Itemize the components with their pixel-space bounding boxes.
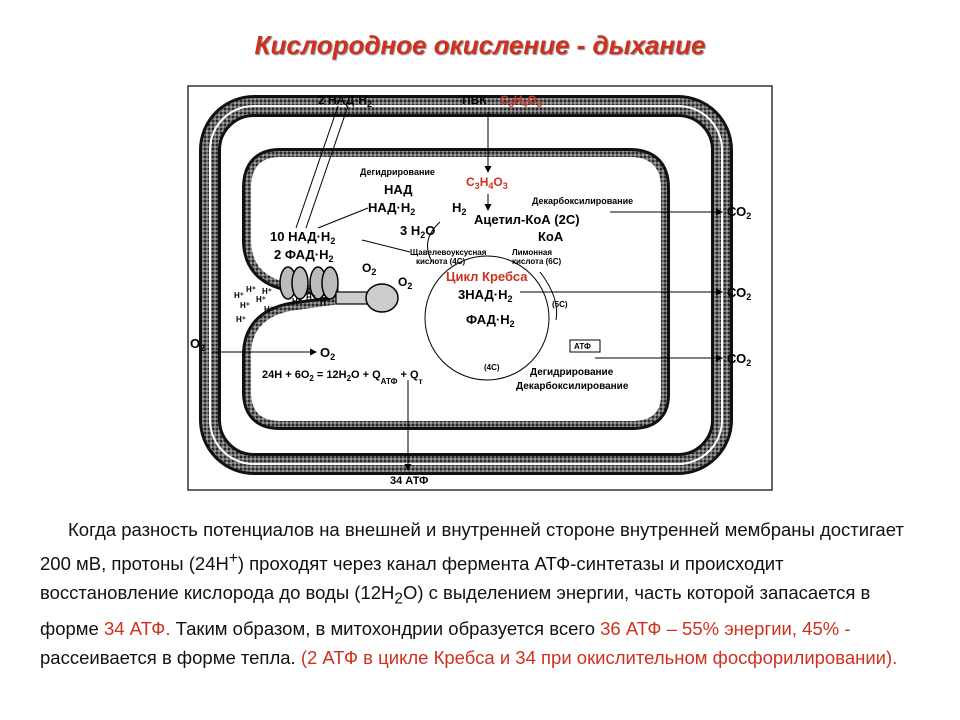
mitochondria-diagram: 2 НАД·Н2 ПВК С3Н4О3 С3Н4О3 Дегидрировани… <box>187 85 773 491</box>
krebs-cycle <box>424 255 550 381</box>
o2-label-a: О2 <box>362 261 376 277</box>
dehydrogenation-label: Дегидрирование <box>360 167 435 177</box>
highlight-34-atf: 34 АТФ. <box>103 617 171 639</box>
atf34-label: 34 АТФ <box>390 475 428 487</box>
highlight-krebs-note: (2 АТФ в цикле Кребса и 34 при окислител… <box>300 646 898 668</box>
nadh2-label: НАД·Н2 <box>368 200 415 217</box>
co2-label-3: СО2 <box>727 351 751 368</box>
co2-label-1: СО2 <box>727 204 751 221</box>
caption-paragraph: Когда разность потенциалов на внешней и … <box>40 519 904 668</box>
hplus-2: Н⁺ <box>246 285 256 294</box>
atf-box-label: АТФ <box>574 342 591 351</box>
four-c-label: (4С) <box>484 363 500 372</box>
decarboxylation-label-2: Декарбоксилирование <box>516 380 629 392</box>
acetyl-coa-label: Ацетил-КоА (2С) <box>474 212 580 227</box>
hplus-9: Н⁺ <box>306 293 316 302</box>
hplus-5: Н⁺ <box>236 315 246 324</box>
dehydrogenation-label-2: Дегидрирование <box>530 367 614 378</box>
pvk-formula: С3Н4О3 <box>500 93 542 109</box>
o2-left-label: О2 <box>190 336 205 353</box>
pvk-label: ПВК <box>462 93 487 107</box>
hplus-7: Н⁺ <box>262 287 272 296</box>
hplus-8: Н⁺ <box>292 297 302 306</box>
page-title: Кислородное окисление - дыхание <box>254 30 706 60</box>
decarboxylation-label: Декарбоксилирование <box>532 196 633 206</box>
hplus-4: Н⁺ <box>256 295 266 304</box>
hplus-10: Н⁺ <box>320 297 330 306</box>
three-nadh-label: 3НАД·Н2 <box>458 287 512 304</box>
atp-synthase-head <box>365 283 399 313</box>
highlight-36-atf: 36 АТФ – 55% энергии, 45% - <box>600 617 851 639</box>
inner-membrane <box>242 148 670 430</box>
coa-label: КоА <box>538 229 564 244</box>
fadh2-label: ФАД·Н2 <box>466 312 515 329</box>
two-fadh-label: 2 ФАД·Н2 <box>274 247 333 264</box>
ten-nadh-label: 10 НАД·Н2 <box>270 229 335 246</box>
hplus-6: Н⁺ <box>264 305 274 314</box>
h2-label: Н2 <box>452 200 466 217</box>
krebs-label: Цикл Кребса <box>446 269 528 284</box>
nadh-top-label: 2 НАД·Н2 <box>318 93 372 109</box>
hplus-3: Н⁺ <box>240 301 250 310</box>
outer-membrane <box>199 95 733 475</box>
o2-label-b: О2 <box>398 275 412 291</box>
pvk-formula-inner: С3Н4О3 <box>466 175 508 191</box>
three-h2o-label: 3 Н2О <box>400 223 435 240</box>
nad-label: НАД <box>384 182 413 197</box>
hplus-1: Н⁺ <box>234 291 244 300</box>
five-c-label: (5С) <box>552 300 568 309</box>
atf-box <box>569 339 601 353</box>
equation-label: 24Н + 6О2 = 12Н2О + QАТФ + Qт <box>262 369 423 386</box>
o2-mid-label: О2 <box>320 345 335 362</box>
membrane-proteins <box>279 266 399 313</box>
co2-label-2: СО2 <box>727 285 751 302</box>
